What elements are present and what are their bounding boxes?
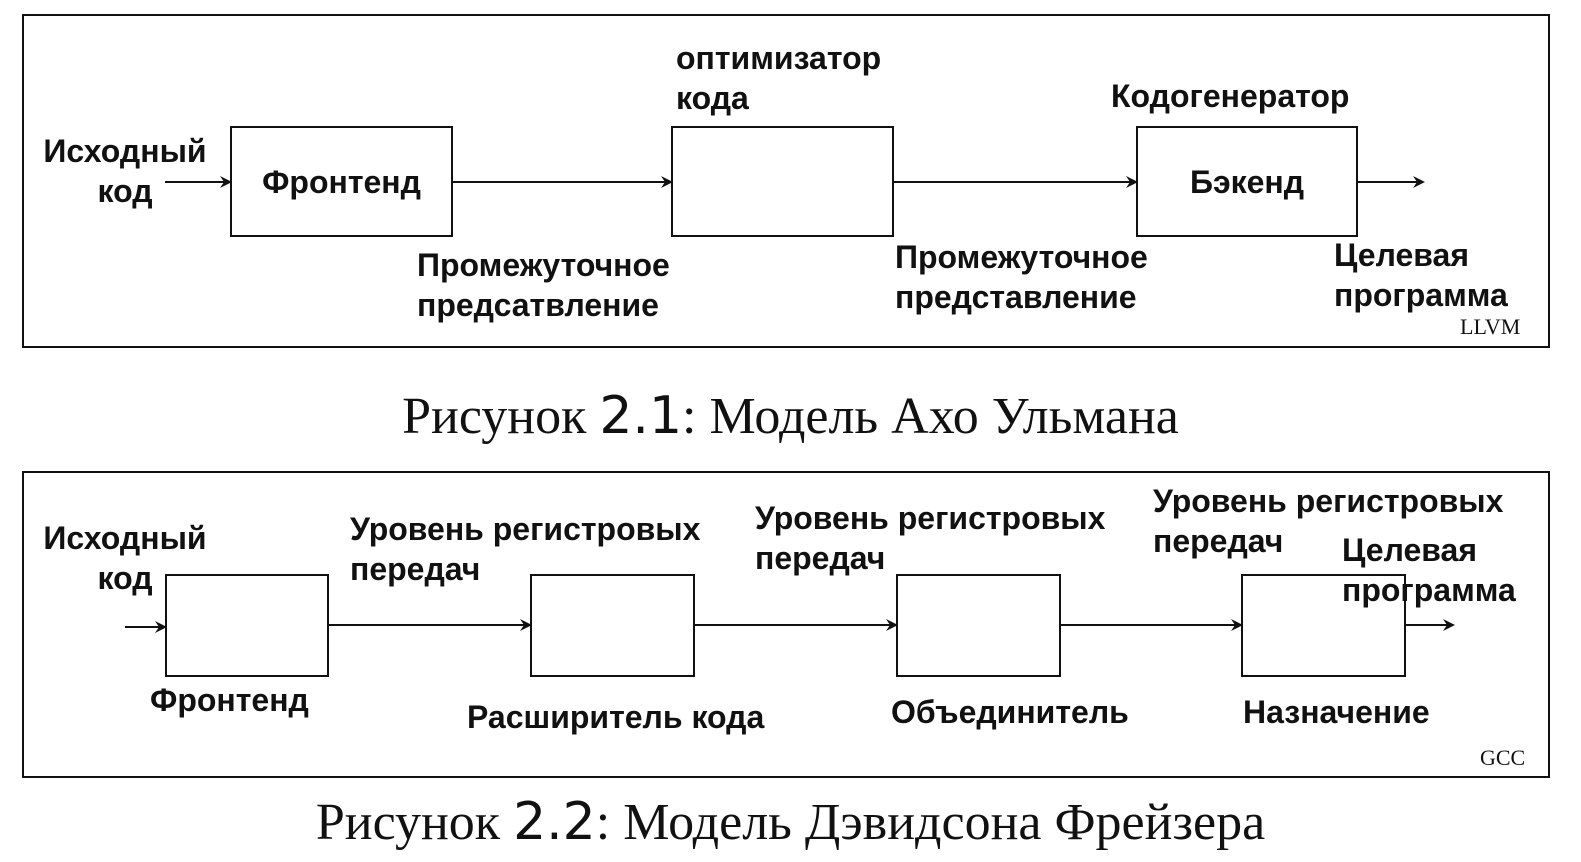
figure-caption-2-1: Рисунок 2.1: Модель Ахо Ульмана: [0, 386, 1581, 447]
expander-label: Расширитель кода: [467, 699, 765, 735]
frontend-label-2: Фронтенд: [150, 682, 309, 718]
source-code-label-2: Исходный код: [43, 520, 207, 596]
optimizer-label: оптимизатор кода: [676, 40, 882, 116]
codegen-label: Кодогенератор: [1111, 78, 1350, 114]
backend-box-label: Бэкенд: [1189, 163, 1305, 200]
caption-2-prefix: Рисунок: [315, 794, 514, 851]
combiner-box: [896, 574, 1061, 677]
caption-1-text: : Модель Ахо Ульмана: [682, 388, 1179, 445]
target-program-label-2: Целевая программа: [1342, 532, 1516, 608]
optimizer-box: [671, 126, 894, 237]
gcc-tag: GCC: [1480, 745, 1526, 770]
source-code-label: Исходный код: [43, 133, 207, 209]
frontend-box: Фронтенд: [230, 126, 453, 237]
caption-2-number: 2.2: [513, 792, 596, 852]
backend-box: Бэкенд: [1136, 126, 1358, 237]
expander-box: [530, 574, 695, 677]
frontend-box-2: [165, 574, 329, 677]
rtl-label-1: Уровень регистровых передач: [350, 511, 701, 587]
rtl-label-2: Уровень регистровых передач: [755, 500, 1106, 576]
ir-label-2: Промежуточное представление: [895, 239, 1148, 315]
target-program-label: Целевая программа: [1334, 237, 1508, 313]
assignment-label: Назначение: [1243, 694, 1430, 730]
frontend-box-label: Фронтенд: [262, 163, 421, 200]
caption-1-prefix: Рисунок: [402, 388, 600, 445]
ir-label-1: Промежуточное предсатвление: [417, 247, 670, 323]
figure-caption-2-2: Рисунок 2.2: Модель Дэвидсона Фрейзера: [0, 792, 1581, 853]
caption-2-text: : Модель Дэвидсона Фрейзера: [595, 794, 1266, 851]
assignment-box: [1241, 574, 1406, 677]
llvm-tag: LLVM: [1460, 314, 1521, 339]
rtl-label-3: Уровень регистровых передач: [1153, 483, 1504, 559]
caption-1-number: 2.1: [599, 386, 683, 446]
combiner-label: Объединитель: [891, 694, 1129, 730]
